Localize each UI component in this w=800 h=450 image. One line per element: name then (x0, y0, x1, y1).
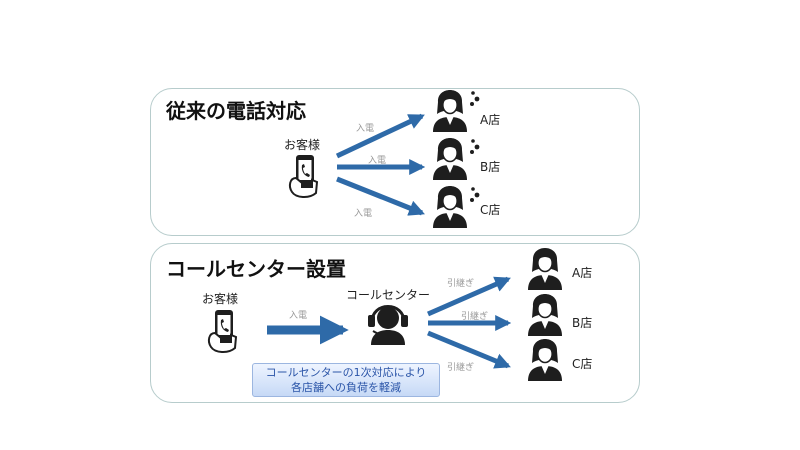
headset-operator-icon (368, 305, 408, 345)
store-label-b: B店 (572, 316, 593, 330)
panel-before-title: 従来の電話対応 (166, 99, 306, 123)
arrow-handoff-a (426, 276, 511, 317)
call-label: 入電 (289, 311, 308, 321)
arrow-call-a (335, 113, 425, 159)
customer-label: お客様 (202, 292, 239, 306)
handoff-label: 引継ぎ (447, 363, 475, 373)
benefit-note-line1: コールセンターの1次対応により (265, 366, 427, 379)
arrow-handoff-c (427, 330, 511, 369)
handoff-label: 引継ぎ (447, 279, 475, 289)
woman-icon (527, 247, 563, 291)
store-label-c: C店 (480, 203, 501, 217)
call-label: 入電 (356, 124, 375, 134)
call-label: 入電 (368, 156, 387, 166)
sweat-drops-icon (470, 91, 480, 106)
arrow-call-c (336, 176, 425, 216)
smartphone-hand-icon (288, 154, 318, 199)
store-label-c: C店 (572, 357, 593, 371)
call-label: 入電 (354, 209, 373, 219)
benefit-note-line2: 各店舗への負荷を軽減 (291, 381, 401, 394)
handoff-label: 引継ぎ (461, 312, 489, 322)
woman-icon (527, 338, 563, 382)
store-label-b: B店 (480, 160, 501, 174)
woman-stressed-icon (432, 185, 468, 229)
callcenter-label: コールセンター (346, 288, 431, 302)
woman-stressed-icon (432, 137, 468, 181)
sweat-drops-icon (470, 187, 480, 202)
woman-icon (527, 293, 563, 337)
customer-label: お客様 (284, 138, 321, 152)
benefit-note: コールセンターの1次対応により 各店舗への負荷を軽減 (252, 363, 440, 397)
panel-before (150, 88, 640, 236)
panel-after-title: コールセンター設置 (166, 257, 346, 281)
store-label-a: A店 (572, 266, 593, 280)
smartphone-hand-icon (207, 309, 237, 354)
woman-stressed-icon (432, 89, 468, 133)
store-label-a: A店 (480, 113, 501, 127)
sweat-drops-icon (470, 139, 480, 154)
